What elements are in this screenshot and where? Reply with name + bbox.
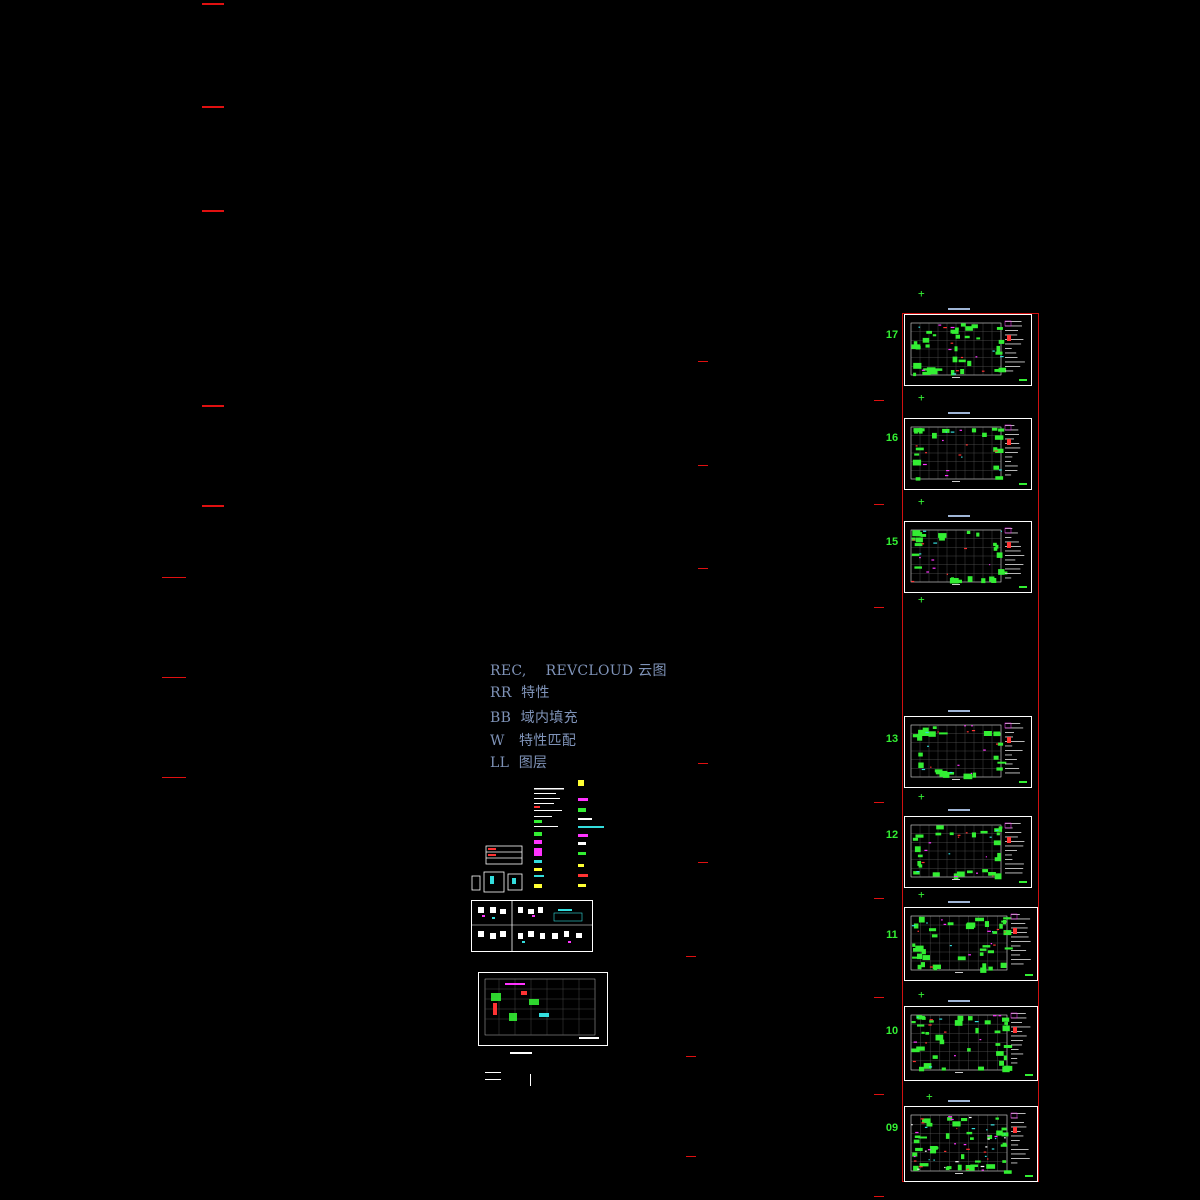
red-marker xyxy=(686,1156,696,1157)
detail-drawings-sheet[interactable] xyxy=(471,900,593,952)
red-marker xyxy=(698,763,708,764)
red-marker xyxy=(698,465,708,466)
red-marker xyxy=(202,405,224,407)
plan-graphics xyxy=(910,822,1027,883)
sheet-number-10: 10 xyxy=(885,1025,899,1037)
red-marker xyxy=(874,802,884,803)
plan-sheet-10[interactable] xyxy=(904,1006,1038,1081)
floor-plan-graphics xyxy=(484,978,599,1039)
plan-sheet-15[interactable] xyxy=(904,521,1032,593)
red-marker xyxy=(202,106,224,108)
sheet-number-17: 17 xyxy=(885,329,899,341)
red-marker xyxy=(202,505,224,507)
sheet-title-bar xyxy=(948,710,970,712)
plan-sheet-17[interactable] xyxy=(904,314,1032,386)
red-marker xyxy=(686,1056,696,1057)
plan-graphics xyxy=(910,1112,1033,1177)
sheet-title-bar xyxy=(948,515,970,517)
plan-sheet-12[interactable] xyxy=(904,816,1032,888)
plan-graphics xyxy=(910,320,1027,381)
red-marker xyxy=(162,677,186,678)
red-marker xyxy=(698,568,708,569)
insertion-point-icon: + xyxy=(918,593,925,606)
insertion-point-icon: + xyxy=(918,790,925,803)
sheet-number-15: 15 xyxy=(885,536,899,548)
detail-graphics xyxy=(472,901,592,951)
insertion-point-icon: + xyxy=(918,495,925,508)
sheet-caption xyxy=(510,1052,532,1054)
legend-cluster[interactable] xyxy=(470,780,620,900)
sheet-title-bar xyxy=(948,809,970,811)
plan-graphics xyxy=(910,527,1027,588)
insertion-point-icon: + xyxy=(918,391,925,404)
sheet-number-09: 09 xyxy=(885,1122,899,1134)
red-marker xyxy=(162,577,186,578)
red-marker xyxy=(874,898,884,899)
plan-sheet-11[interactable] xyxy=(904,907,1038,981)
plan-graphics xyxy=(910,913,1033,976)
red-marker xyxy=(698,862,708,863)
red-marker xyxy=(698,361,708,362)
sheet-number-16: 16 xyxy=(885,432,899,444)
sheet-title-bar xyxy=(948,901,970,903)
plan-sheet-13[interactable] xyxy=(904,716,1032,788)
red-marker xyxy=(874,1094,884,1095)
command-note-hatch: BB 域内填充 xyxy=(490,710,578,726)
sheet-title-bar xyxy=(948,1100,970,1102)
plan-sheet-09[interactable] xyxy=(904,1106,1038,1182)
sheet-number-12: 12 xyxy=(885,829,899,841)
sheet-number-11: 11 xyxy=(886,929,898,941)
plan-graphics xyxy=(910,424,1027,485)
red-marker xyxy=(874,1196,884,1197)
sheet-number-13: 13 xyxy=(885,733,899,745)
small-note xyxy=(530,1074,537,1086)
red-marker xyxy=(874,400,884,401)
plan-graphics xyxy=(910,1012,1033,1076)
command-note-properties: RR 特性 xyxy=(490,685,550,701)
plan-graphics xyxy=(910,722,1027,783)
red-marker xyxy=(202,3,224,5)
command-note-revcloud: REC, REVCLOUD 云图 xyxy=(490,663,667,679)
sheet-title-bar xyxy=(948,308,970,310)
red-marker xyxy=(874,504,884,505)
red-marker xyxy=(202,210,224,212)
red-marker xyxy=(874,607,884,608)
sheet-title-bar xyxy=(948,1000,970,1002)
red-marker xyxy=(162,777,186,778)
command-note-matchprop: W 特性匹配 xyxy=(490,733,577,749)
command-note-layer: LL 图层 xyxy=(490,755,548,771)
sheet-title-bar xyxy=(948,412,970,414)
insertion-point-icon: + xyxy=(918,287,925,300)
red-marker xyxy=(686,956,696,957)
insertion-point-icon: + xyxy=(918,988,925,1001)
red-marker xyxy=(874,997,884,998)
floor-plan-sheet[interactable] xyxy=(478,972,608,1046)
insertion-point-icon: + xyxy=(926,1090,933,1103)
small-note xyxy=(485,1072,501,1080)
insertion-point-icon: + xyxy=(918,888,925,901)
legend-graphics xyxy=(471,780,604,893)
plan-sheet-16[interactable] xyxy=(904,418,1032,490)
